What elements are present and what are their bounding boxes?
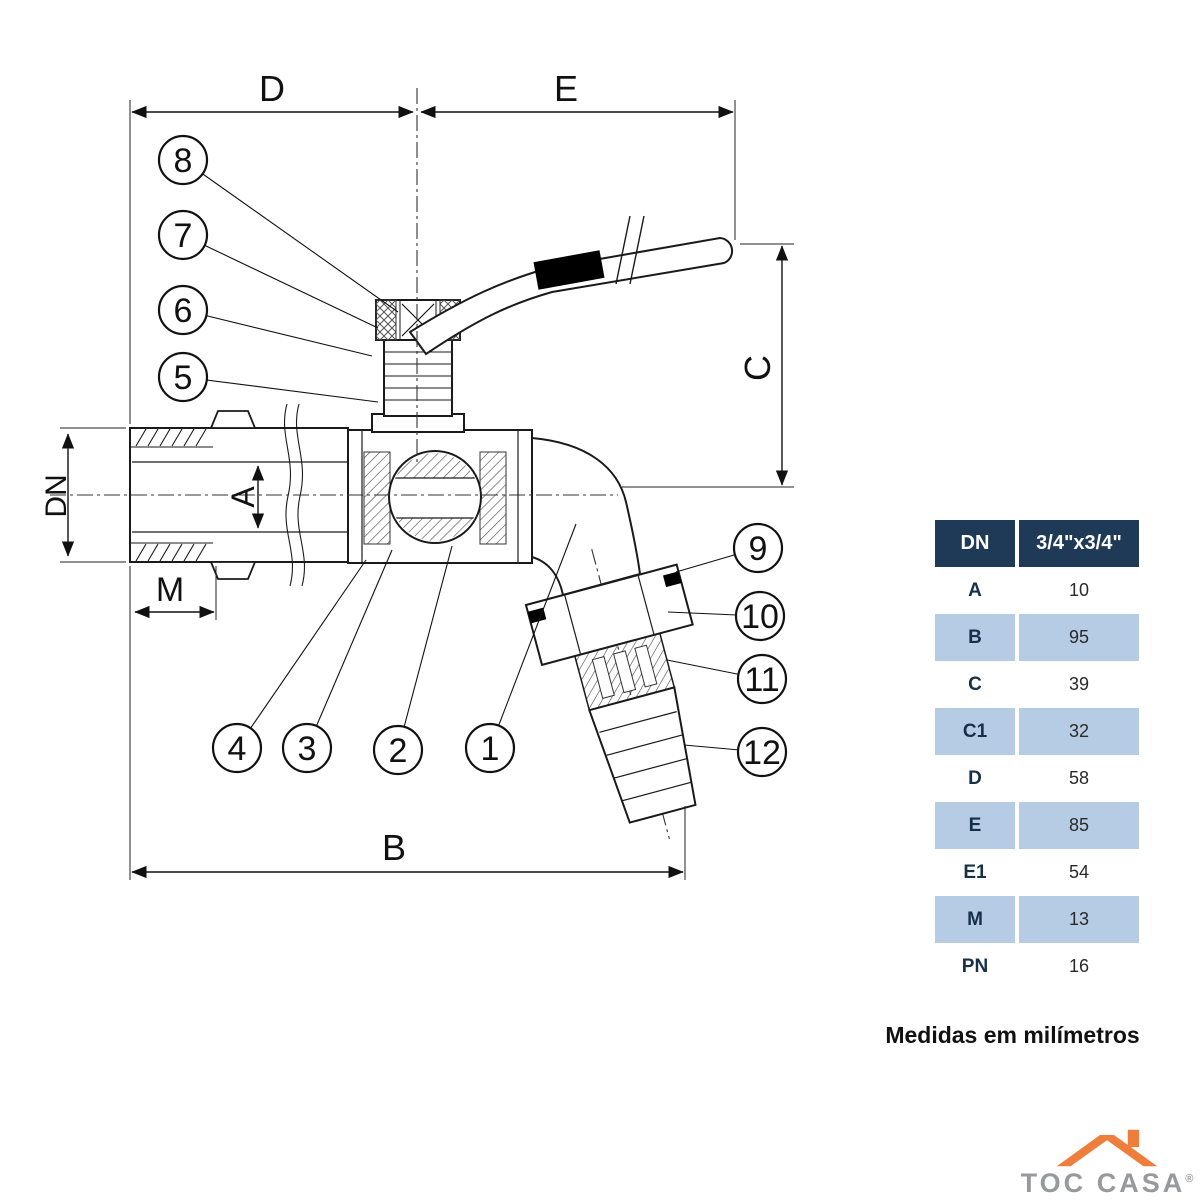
row-value: 13 [1019,896,1139,943]
row-value: 16 [1068,956,1090,976]
barb-ridges [599,711,692,802]
handle-grip [533,250,605,290]
callout-12: 12 [736,726,788,778]
callout-11: 11 [736,653,788,705]
callout-4-number: 4 [228,730,247,768]
table-row: C1 32 [935,708,1139,755]
table-row: C 39 [935,661,1139,708]
row-value: 95 [1019,614,1139,661]
valve-body [347,429,533,564]
row-label: C1 [935,708,1015,755]
callout-9-number: 9 [749,530,768,568]
table-row: D 58 [935,755,1139,802]
callout-10-number: 10 [741,598,779,636]
row-value: 10 [1068,580,1090,600]
callout-1-number: 1 [481,730,500,768]
callout-8-number: 8 [174,142,193,180]
seal-right [662,571,682,588]
spout-elbow [531,436,642,597]
dim-label-D: D [259,68,285,109]
table-header-row: DN 3/4"x3/4" [935,520,1139,567]
callout-3: 3 [281,722,333,774]
handle-break-mark [615,215,631,285]
row-value: 39 [1068,674,1090,694]
table-row: E 85 [935,802,1139,849]
row-label: M [935,896,1015,943]
pipe-collar-bottom [209,561,257,580]
dimension-lines [61,105,789,879]
hose-barb [588,686,697,824]
callout-5-number: 5 [174,359,193,397]
table-header-label: DN [935,520,1015,567]
logo-toc: TOC [1020,1168,1087,1198]
dim-label-C: C [737,355,778,381]
callout-7-number: 7 [174,217,193,255]
logo-wordmark: TOC CASA® [1018,1170,1196,1197]
row-value: 85 [1019,802,1139,849]
handle-break-mark [629,215,645,285]
row-value: 54 [1068,862,1090,882]
dimension-labels: D E C B M DN A [40,68,778,868]
row-value: 32 [1019,708,1139,755]
callout-7: 7 [157,209,209,261]
callout-2: 2 [372,724,424,776]
handle-lever [408,215,734,356]
pipe-collar-top [209,410,257,429]
hose-connector [524,548,697,840]
row-label: B [935,614,1015,661]
callout-8: 8 [157,134,209,186]
dim-label-B: B [382,827,406,868]
table-row: A 10 [935,567,1139,614]
callout-10: 10 [734,590,786,642]
callout-6-number: 6 [174,292,193,330]
logo-casa: CASA [1096,1168,1186,1198]
thread-hatching [135,428,207,562]
callout-3-number: 3 [298,730,317,768]
callout-1: 1 [464,722,516,774]
table-row: E1 54 [935,849,1139,896]
dim-label-DN: DN [40,474,73,517]
callout-2-number: 2 [389,732,408,770]
row-label: D [968,767,982,789]
toc-casa-logo: TOC CASA® sua casa merece esse toque [1018,1128,1196,1200]
break-line [295,403,306,587]
registered-mark: ® [1185,1173,1194,1185]
units-caption: Medidas em milímetros [885,1022,1140,1048]
table-row: PN 16 [935,943,1139,990]
row-label: E [935,802,1015,849]
row-value: 58 [1068,768,1090,788]
dim-label-A: A [225,486,261,508]
row-label: PN [961,955,989,977]
callout-6: 6 [157,284,209,336]
row-label: C [968,673,982,695]
roof-icon [1056,1129,1158,1167]
table-row: M 13 [935,896,1139,943]
callout-11-number: 11 [744,661,779,699]
row-label: A [968,579,982,601]
callout-9: 9 [732,522,784,574]
dim-label-E: E [554,68,578,109]
row-label: E1 [963,861,987,883]
callouts: 8 7 6 5 4 3 2 [157,134,788,778]
callout-12-number: 12 [743,734,781,772]
dim-label-M: M [156,571,184,609]
table-row: B 95 [935,614,1139,661]
stem-neck [383,339,453,417]
valve-seat-left [363,451,391,545]
table-header-value: 3/4"x3/4" [1019,520,1139,567]
extension-lines [60,100,794,880]
valve-seat-right [479,451,507,545]
break-line [283,403,294,587]
callout-5: 5 [157,351,209,403]
centerlines [50,88,618,496]
callout-4: 4 [211,722,263,774]
spec-table: DN 3/4"x3/4" A 10 B 95 C 39 C1 32 D 58 E… [935,520,1139,990]
seal-left [527,607,547,624]
stem-rings [384,351,452,401]
